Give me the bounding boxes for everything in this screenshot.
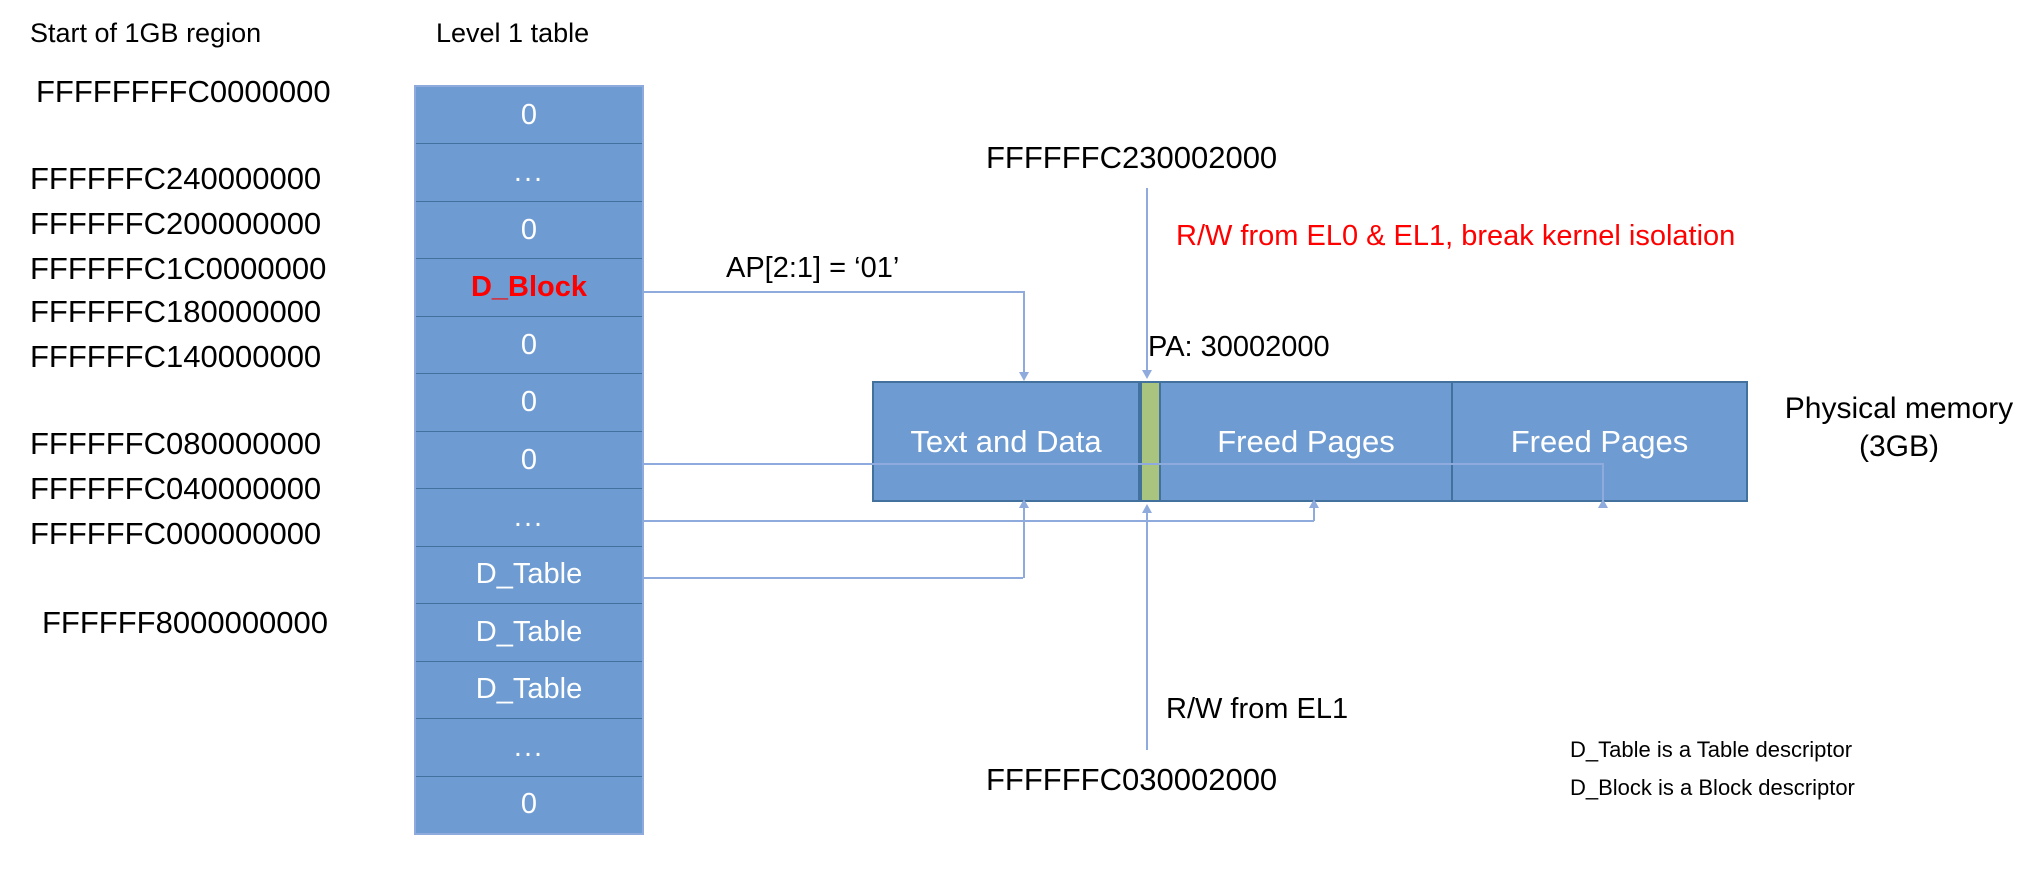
connector-d-table-1-vertical <box>1602 463 1604 507</box>
table-row-d-table[interactable]: D_Table <box>416 604 642 662</box>
memory-segment-highlighted-page[interactable] <box>1140 383 1161 500</box>
pa-label: PA: 30002000 <box>1148 331 1330 363</box>
table-row: ... <box>416 489 642 547</box>
ap-bits-label: AP[2:1] = ‘01’ <box>726 252 900 284</box>
connector-d-table-2-vertical <box>1313 506 1315 521</box>
physical-memory-caption: Physical memory (3GB) <box>1774 390 2024 467</box>
address-label-9: FFFFFF8000000000 <box>42 605 329 640</box>
table-row[interactable]: 0 <box>416 201 642 260</box>
physical-memory-caption-line-1: Physical memory <box>1784 392 2014 425</box>
table-row: ... <box>416 144 642 202</box>
connector-d-table-2-arrowhead <box>1309 499 1319 508</box>
table-row[interactable]: 0 <box>416 87 642 145</box>
connector-d-block-arrowhead <box>1019 372 1029 381</box>
table-row[interactable]: 0 <box>416 431 642 490</box>
legend-d-table: D_Table is a Table descriptor <box>1570 737 1853 762</box>
address-label-0: FFFFFFFFC0000000 <box>36 74 331 109</box>
header-level-1-table: Level 1 table <box>436 18 590 48</box>
warning-text: R/W from EL0 & EL1, break kernel isolati… <box>1176 220 1736 252</box>
va-bottom-label: FFFFFFC030002000 <box>986 762 1278 797</box>
address-label-7: FFFFFFC040000000 <box>30 471 322 506</box>
level-1-table: 0 ... 0 D_Block 0 0 0 ... D_Table D_Tabl… <box>414 85 644 835</box>
address-label-4: FFFFFFC180000000 <box>30 294 322 329</box>
memory-segment-freed-pages-1[interactable]: Freed Pages <box>1161 383 1453 500</box>
connector-va-top-arrowhead <box>1142 370 1152 379</box>
address-label-1: FFFFFFC240000000 <box>30 161 322 196</box>
connector-d-block-horizontal <box>644 291 1025 293</box>
connector-d-table-3-vertical <box>1023 506 1025 578</box>
header-start-of-1gb-region: Start of 1GB region <box>30 18 262 48</box>
physical-memory-caption-line-2: (3GB) <box>1858 430 1939 464</box>
table-row-d-table[interactable]: D_Table <box>416 546 642 605</box>
legend-d-block: D_Block is a Block descriptor <box>1570 775 1855 800</box>
table-row-d-table[interactable]: D_Table <box>416 661 642 720</box>
table-row-d-block[interactable]: D_Block <box>416 259 642 317</box>
memory-segment-freed-pages-2[interactable]: Freed Pages <box>1453 383 1746 500</box>
va-top-label: FFFFFFC230002000 <box>986 140 1278 175</box>
table-row[interactable]: 0 <box>416 776 642 834</box>
table-row[interactable]: 0 <box>416 374 642 432</box>
table-row[interactable]: 0 <box>416 316 642 375</box>
address-label-8: FFFFFFC000000000 <box>30 516 322 551</box>
connector-va-bottom-vertical <box>1146 512 1148 750</box>
address-label-5: FFFFFFC140000000 <box>30 339 322 374</box>
rw-el1-label: R/W from EL1 <box>1166 693 1349 725</box>
connector-d-table-2-horizontal <box>644 520 1314 522</box>
connector-va-top-vertical <box>1146 188 1148 374</box>
connector-d-table-3-arrowhead <box>1019 499 1029 508</box>
physical-memory-bar: Text and Data Freed Pages Freed Pages <box>872 381 1748 502</box>
table-row: ... <box>416 719 642 777</box>
connector-d-block-vertical <box>1023 291 1025 377</box>
address-label-2: FFFFFFC200000000 <box>30 206 322 241</box>
connector-d-table-3-horizontal <box>644 577 1023 579</box>
address-label-3: FFFFFFC1C0000000 <box>30 251 327 286</box>
memory-segment-text-and-data[interactable]: Text and Data <box>874 383 1140 500</box>
connector-va-bottom-arrowhead <box>1142 504 1152 513</box>
connector-d-table-1-horizontal <box>644 463 1603 465</box>
address-label-6: FFFFFFC080000000 <box>30 426 322 461</box>
